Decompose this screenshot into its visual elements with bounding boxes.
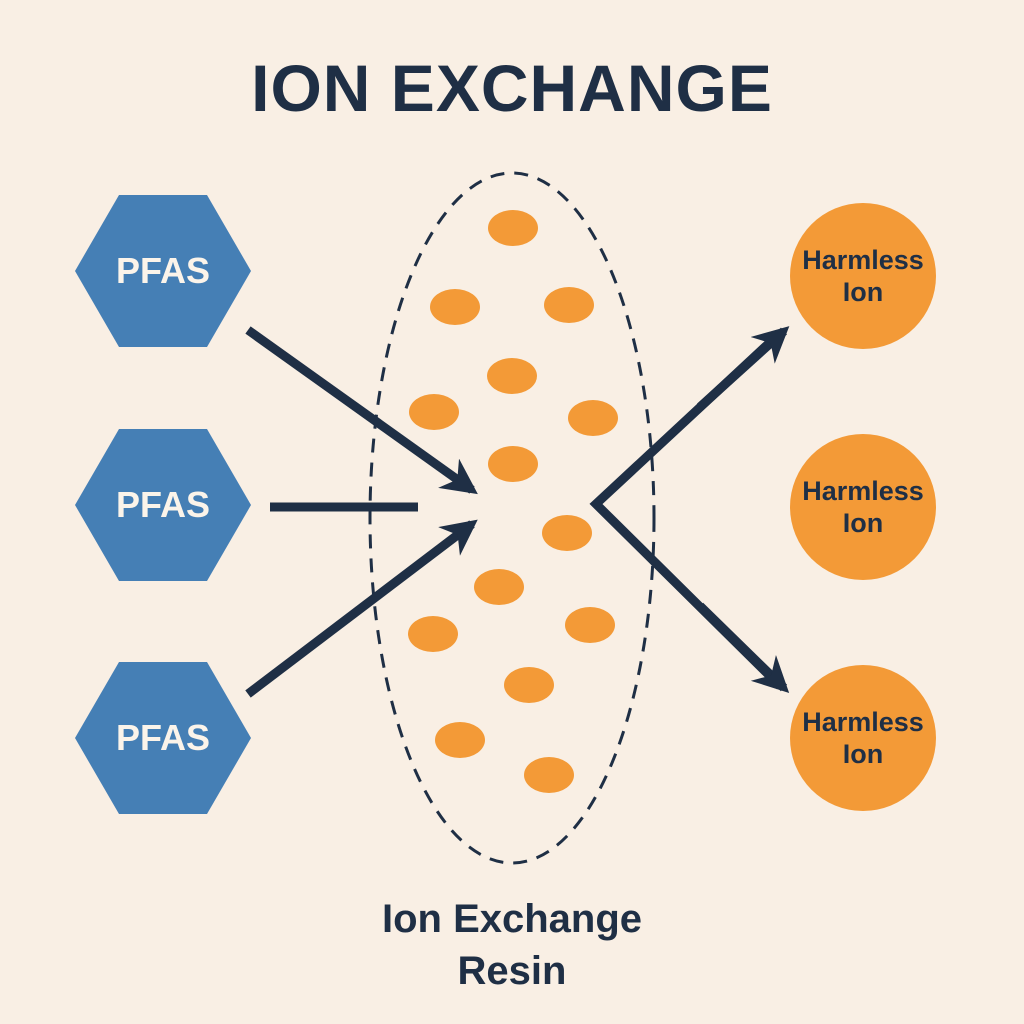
pfas-label: PFAS <box>115 484 211 525</box>
arrow-out <box>589 329 784 690</box>
arrow-in-top <box>245 326 478 495</box>
resin-beads <box>408 210 618 793</box>
resin-caption: Ion Exchange Resin <box>381 897 643 993</box>
pfas-label: PFAS <box>115 717 211 758</box>
harmless-ion-1: Harmless Ion <box>790 203 936 349</box>
input-arrows <box>245 326 478 698</box>
arrow-in-bottom <box>245 519 478 698</box>
ion-label: Harmless Ion <box>802 245 924 307</box>
resin-boundary <box>368 171 656 865</box>
output-arrows <box>589 326 790 694</box>
ion-label: Harmless Ion <box>802 707 924 769</box>
pfas-label: PFAS <box>115 250 211 291</box>
harmless-ion-2: Harmless Ion <box>790 434 936 580</box>
diagram-title: ION EXCHANGE <box>251 51 773 125</box>
harmless-ion-3: Harmless Ion <box>790 665 936 811</box>
ion-label: Harmless Ion <box>802 476 924 538</box>
pfas-molecule-1: PFAS <box>75 195 251 347</box>
